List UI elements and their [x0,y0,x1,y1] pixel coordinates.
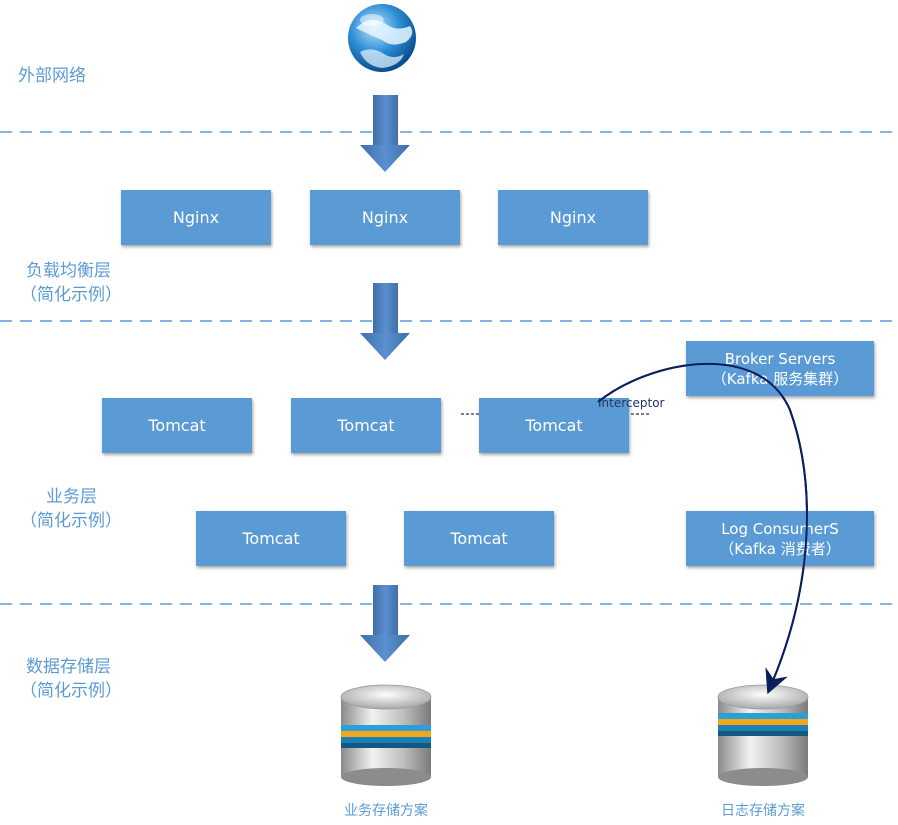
log-consumers-box: Log ConsumerS（Kafka 消费者） [686,511,874,566]
broker-servers-box: Broker Servers（Kafka 服务集群） [686,341,874,396]
interceptor-label: Interceptor [598,396,665,410]
layer-label-load-balance: 负载均衡层 （简化示例） [20,261,122,305]
business-database-icon [340,684,432,786]
globe-icon [348,4,416,72]
log-database-icon [717,684,809,786]
layer-label-storage: 数据存储层 （简化示例） [20,657,122,701]
business-storage-caption: 业务存储方案 [344,803,428,819]
tomcat-box-5: Tomcat [404,511,554,566]
arrow-down-2 [360,283,410,360]
layer-label-business: 业务层 （简化示例） [20,487,122,531]
layer-label-external: 外部网络 [18,66,86,86]
log-storage-caption: 日志存储方案 [721,803,805,819]
nginx-box-1: Nginx [121,190,271,245]
tomcat-box-1: Tomcat [102,398,252,453]
tomcat-box-4: Tomcat [196,511,346,566]
arrow-down-1 [360,95,410,172]
nginx-box-2: Nginx [310,190,460,245]
nginx-box-3: Nginx [498,190,648,245]
arrow-down-3 [360,585,410,662]
tomcat-box-2: Tomcat [291,398,441,453]
